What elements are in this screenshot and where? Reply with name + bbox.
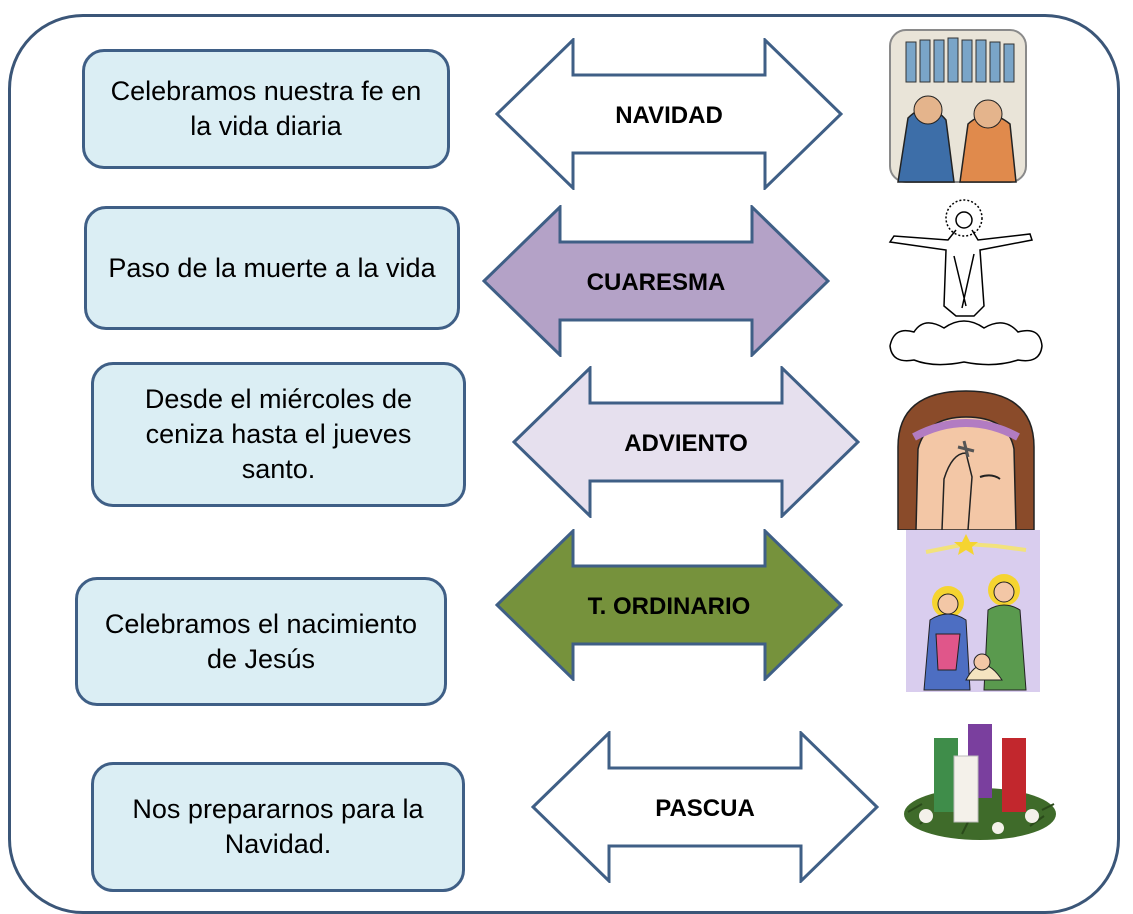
arrow-shape: [482, 205, 830, 357]
people-gathering-illustration: [889, 29, 1027, 183]
arrow-label: ADVIENTO: [624, 430, 748, 457]
season-arrow-5: PASCUA: [531, 731, 879, 883]
description-text: Desde el miércoles de ceniza hasta el ju…: [144, 384, 413, 484]
risen-jesus-illustration: [888, 199, 1043, 366]
ash-wednesday-illustration: [897, 390, 1035, 530]
description-box-5: Nos prepararnos para la Navidad.: [91, 762, 465, 892]
arrow-label: NAVIDAD: [615, 102, 723, 129]
arrow-label: T. ORDINARIO: [588, 593, 751, 620]
season-arrow-2: CUARESMA: [482, 205, 830, 357]
description-text: Celebramos nuestra fe en la vida diaria: [110, 76, 422, 141]
arrow-label: CUARESMA: [587, 269, 726, 296]
description-box-2: Paso de la muerte a la vida: [84, 206, 460, 330]
arrow-shape: [495, 38, 843, 190]
arrow-shape: [512, 366, 860, 518]
description-box-3: Desde el miércoles de ceniza hasta el ju…: [91, 362, 466, 507]
description-text: Paso de la muerte a la vida: [108, 252, 436, 283]
description-box-1: Celebramos nuestra fe en la vida diaria: [82, 49, 450, 169]
season-arrow-3: ADVIENTO: [512, 366, 860, 518]
arrow-shape: [531, 731, 879, 883]
season-arrow-4: T. ORDINARIO: [495, 529, 843, 681]
advent-wreath-illustration: [904, 724, 1056, 840]
arrow-shape: [495, 529, 843, 681]
description-text: Nos prepararnos para la Navidad.: [132, 794, 424, 859]
holy-family-illustration: [906, 530, 1040, 692]
description-text: Celebramos el nacimiento de Jesús: [104, 608, 418, 674]
arrow-label: PASCUA: [655, 795, 755, 822]
description-box-4: Celebramos el nacimiento de Jesús: [75, 577, 447, 706]
season-arrow-1: NAVIDAD: [495, 38, 843, 190]
